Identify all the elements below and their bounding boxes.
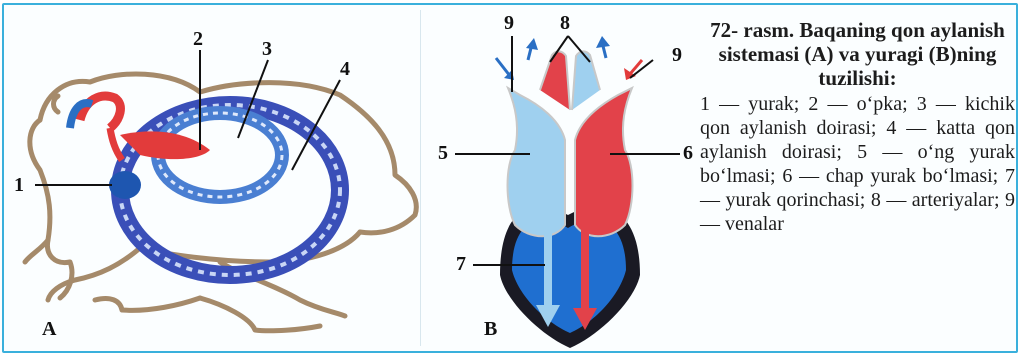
callout-3: 3 bbox=[262, 38, 272, 61]
callout-9-left: 9 bbox=[504, 12, 514, 35]
figure-caption: 72- rasm. Baqaning qon aylanish sistemas… bbox=[700, 18, 1015, 236]
panel-b-letter: B bbox=[484, 318, 497, 341]
artery-left bbox=[540, 51, 570, 110]
callout-8: 8 bbox=[560, 12, 570, 35]
panel-a-letter: A bbox=[42, 318, 56, 341]
callout-2: 2 bbox=[193, 28, 203, 51]
callout-6: 6 bbox=[683, 142, 693, 165]
callout-7: 7 bbox=[456, 253, 466, 276]
artery-right bbox=[572, 51, 600, 110]
caption-title: 72- rasm. Baqaning qon aylanish sistemas… bbox=[700, 18, 1015, 90]
callout-4: 4 bbox=[340, 58, 350, 81]
callout-1: 1 bbox=[14, 174, 24, 197]
caption-body: 1 — yurak; 2 — o‘pka; 3 — kichik qon ayl… bbox=[700, 92, 1015, 236]
right-atrium-shape bbox=[508, 88, 566, 236]
callout-5: 5 bbox=[438, 142, 448, 165]
callout-9-right: 9 bbox=[672, 44, 682, 67]
frog-heart-shape bbox=[109, 171, 141, 199]
